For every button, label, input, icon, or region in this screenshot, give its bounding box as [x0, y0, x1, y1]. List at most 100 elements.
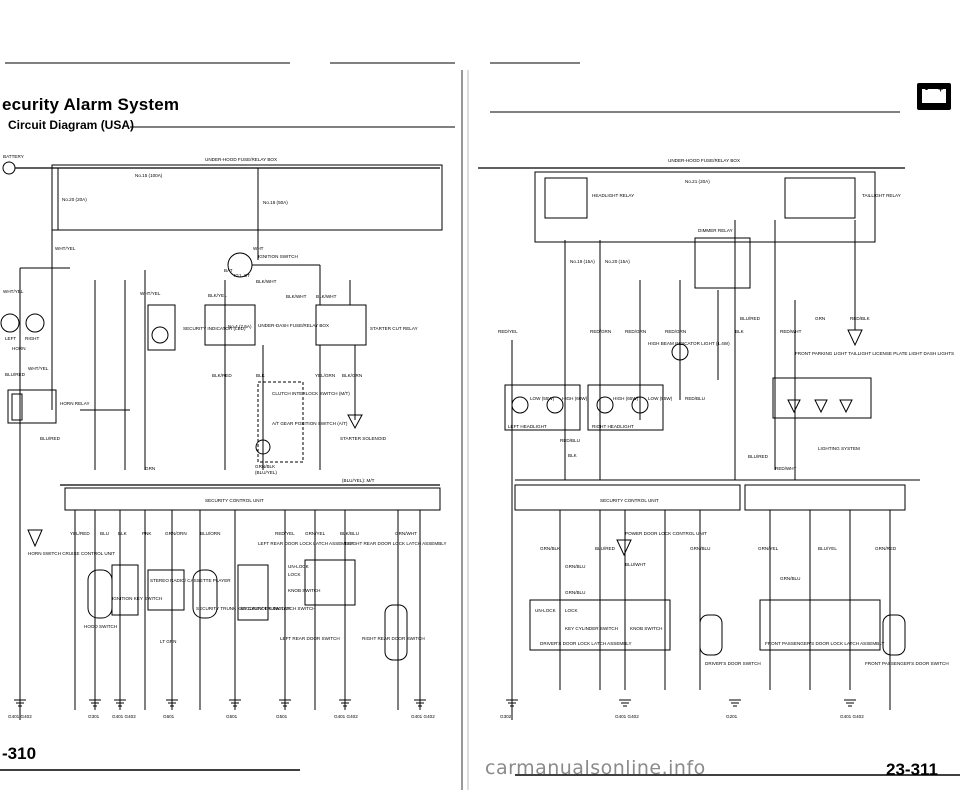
starter-cut-relay-label: STARTER CUT RELAY: [370, 326, 418, 331]
bottom-wire-label: GRN/YEL: [758, 546, 779, 551]
ground-label: G401 G402: [334, 714, 358, 719]
right-control-unit-label: SECURITY CONTROL UNIT: [600, 498, 659, 503]
wire-label: WHT: [253, 246, 264, 251]
bottom-wire-label: GRN/YEL: [305, 531, 326, 536]
knob-switch-label: KNOB SWITCH: [288, 588, 320, 593]
right-rear-door-switch-label: RIGHT REAR DOOR SWITCH: [362, 636, 425, 641]
passenger-latch-label: FRONT PASSENGER'S DOOR LOCK LATCH ASSEMB…: [765, 641, 885, 646]
clutch-switch-label: CLUTCH INTERLOCK SWITCH (M/T): [272, 391, 350, 396]
wire-label: RED/GRN: [590, 329, 611, 334]
left-fuse-18: No.18 (50A): [263, 200, 288, 205]
wire-label: RED/WHT: [775, 466, 797, 471]
wire-label: GRN: [815, 316, 825, 321]
wire-label: WHT/YEL: [3, 289, 24, 294]
right-high-label: HIGH (65W): [613, 396, 639, 401]
wire-label: BLK/WHT: [256, 279, 277, 284]
ignition-key-switch-label: IGNITION KEY SWITCH: [112, 596, 162, 601]
left-control-unit-label: SECURITY CONTROL UNIT: [205, 498, 264, 503]
lighting-system-label: LIGHTING SYSTEM: [818, 446, 860, 451]
right-rear-latch-label: RIGHT REAR DOOR LOCK LATCH ASSEMBLY: [348, 541, 447, 546]
dimmer-relay-label: DIMMER RELAY: [698, 228, 733, 233]
wire-label: (BLU/YEL): [255, 470, 277, 475]
ground-label: G401 G402: [840, 714, 864, 719]
wire-label: YEL/GRN: [315, 373, 335, 378]
bottom-wire-label: GRN/BLU: [565, 590, 585, 595]
page-subtitle: Circuit Diagram (USA): [8, 118, 135, 132]
ground-label: G401 G402: [615, 714, 639, 719]
left-rear-latch-label: LEFT REAR DOOR LOCK LATCH ASSEMBLY: [258, 541, 353, 546]
taillight-relay-label: TAILLIGHT RELAY: [862, 193, 901, 198]
wire-label: BLU/RED: [40, 436, 61, 441]
passenger-door-switch-label: FRONT PASSENGER'S DOOR SWITCH: [865, 661, 949, 666]
horn-switch-label: HORN SWITCH CRUISE CONTROL UNIT: [28, 551, 115, 556]
bottom-wire-label: GRN/BLU: [565, 564, 585, 569]
left-high-label: HIGH (60W): [562, 396, 588, 401]
page-number-left: -310: [2, 744, 37, 763]
wire-label: BLU/RED: [748, 454, 769, 459]
key-cylinder-label: KEY CYLINDER SWITCH: [565, 626, 618, 631]
driver-door-switch-label: DRIVER'S DOOR SWITCH: [705, 661, 761, 666]
page-title: ecurity Alarm System: [2, 95, 180, 114]
fuse-no4-label: No.4 (7.5A): [228, 324, 252, 329]
wire-label: GRN: [145, 466, 155, 471]
ground-label: G401 G402: [8, 714, 32, 719]
bottom-wire-label: GRN/BLK: [540, 546, 561, 551]
under-dash-box-label: UNDER-DASH FUSE/RELAY BOX: [258, 323, 329, 328]
ign-term-bat: BAT: [224, 268, 233, 273]
high-beam-indicator-label: HIGH BEAM INDICATOR LIGHT (1.4W): [648, 341, 730, 346]
ign-term-ig1: IG1: [234, 273, 242, 278]
lock-label: LOCK: [565, 608, 578, 613]
lt-grn-wire-label: LT GRN: [160, 639, 176, 644]
wire-label: BLK/WHT: [286, 294, 307, 299]
right-fuse-21: No.21 (20A): [685, 179, 710, 184]
bottom-wire-label: PNK: [142, 531, 152, 536]
right-fuse-19: No.19 (15A): [570, 259, 595, 264]
security-indicator-label: SECURITY INDICATOR (LED): [183, 326, 246, 331]
wire-label: RED/GRN: [665, 329, 686, 334]
bottom-wire-label: YEL/RED: [70, 531, 90, 536]
bottom-wire-label: GRN/BLU: [690, 546, 710, 551]
wire-label: RED/BLU: [560, 438, 580, 443]
wire-label: BLK/GRN: [342, 373, 362, 378]
right-fuse-20: No.20 (15A): [605, 259, 630, 264]
wire-label: (BLU/YEL): M/T: [342, 478, 375, 483]
battery-plus-label: +: [938, 84, 944, 94]
ign-term-st: ST: [244, 273, 250, 278]
driver-latch-label: DRIVER'S DOOR LOCK LATCH ASSEMBLY: [540, 641, 632, 646]
right-low-label: LOW (55W): [648, 396, 673, 401]
left-fuse-20: No.20 (20A): [62, 197, 87, 202]
wire-label: BLK/WHT: [316, 294, 337, 299]
wire-label: RED/YEL: [498, 329, 518, 334]
starter-solenoid-label: STARTER SOLENOID: [340, 436, 387, 441]
wire-label: BLK: [735, 329, 745, 334]
wire-label: RED/BLK: [850, 316, 871, 321]
wire-label: RED/BLU: [685, 396, 705, 401]
wire-label: WHT/YEL: [55, 246, 76, 251]
right-headlight-label: RIGHT HEADLIGHT: [592, 424, 634, 429]
stereo-label: STEREO RADIO/ CASSETTE PLAYER: [150, 578, 231, 583]
wire-label: BLK: [568, 453, 578, 458]
trunk-key-cylinder-label: SECURITY TRUNK KEY CYLINDER SWITCH: [196, 606, 290, 611]
bottom-wire-label: BLU/ORN: [200, 531, 220, 536]
wire-label: WHT/YEL: [28, 366, 49, 371]
left-rear-door-switch-label: LEFT REAR DOOR SWITCH: [280, 636, 340, 641]
wire-label: RED/WHT: [780, 329, 802, 334]
headlight-relay-label: HEADLIGHT RELAY: [592, 193, 634, 198]
wire-label: BLU/RED: [740, 316, 761, 321]
wire-label: BLU/RED: [5, 372, 26, 377]
lock-label: LOCK: [288, 572, 301, 577]
unlock-label: UN-LOCK: [535, 608, 557, 613]
ground-label: G601: [163, 714, 175, 719]
trunk-latch-label: SECURITY TRUNK LATCH SWITCH: [240, 606, 316, 611]
bottom-wire-label: GRN/BLU: [780, 576, 800, 581]
bottom-wire-label: BLU/WHT: [625, 562, 646, 567]
horn-right-label: RIGHT: [25, 336, 39, 341]
left-fuse-box-label: UNDER-HOOD FUSE/RELAY BOX: [205, 157, 277, 162]
lights-list-label: FRONT PARKING LIGHT TAILLIGHT LICENSE PL…: [795, 351, 954, 356]
battery-label: BATTERY: [3, 154, 24, 159]
bottom-wire-label: GRN/RED: [875, 546, 897, 551]
left-headlight-label: LEFT HEADLIGHT: [508, 424, 547, 429]
bottom-wire-label: RED/YEL: [275, 531, 295, 536]
ground-label: G501: [226, 714, 238, 719]
power-door-lock-label: POWER DOOR LOCK CONTROL UNIT: [625, 531, 707, 536]
